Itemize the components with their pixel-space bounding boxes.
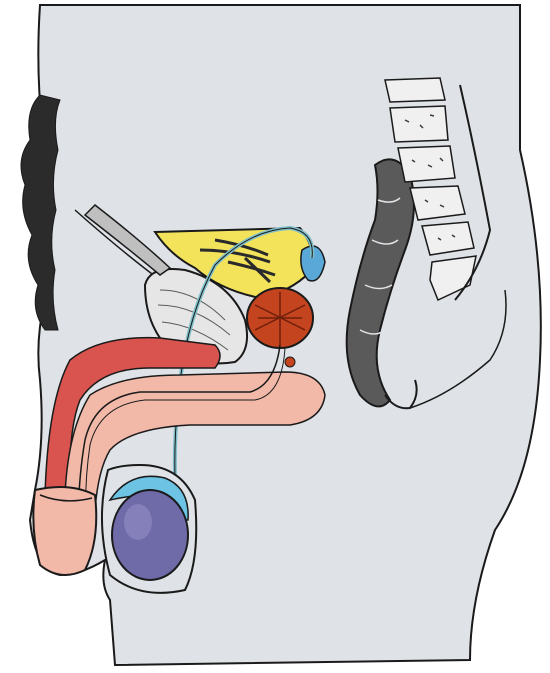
vertebra-4 — [410, 186, 465, 220]
urethral-bulb-gland — [285, 357, 295, 367]
testis — [112, 490, 188, 580]
vertebra-3 — [398, 146, 455, 182]
testis-highlight — [124, 504, 152, 540]
vertebra-2 — [390, 106, 448, 142]
vertebra-1 — [385, 78, 445, 102]
